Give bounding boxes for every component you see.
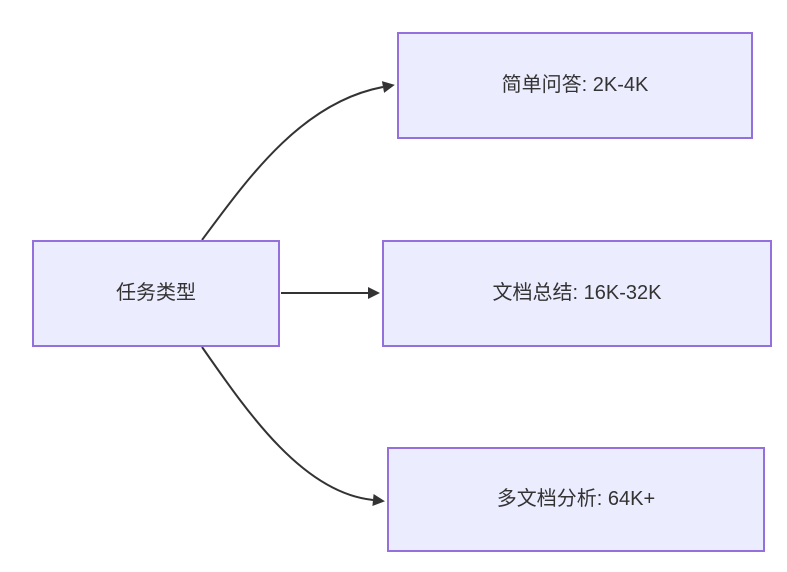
node-task-type-label: 任务类型 <box>116 282 196 304</box>
node-multi-doc-analysis: 多文档分析: 64K+ <box>387 447 765 552</box>
node-doc-summary: 文档总结: 16K-32K <box>382 240 772 347</box>
node-task-type: 任务类型 <box>32 240 280 347</box>
node-simple-qa-label: 简单问答: 2K-4K <box>501 74 649 96</box>
node-multi-doc-analysis-label: 多文档分析: 64K+ <box>496 488 656 510</box>
node-doc-summary-label: 文档总结: 16K-32K <box>492 282 662 304</box>
edge-root-to-qa <box>201 81 395 241</box>
node-simple-qa: 简单问答: 2K-4K <box>397 32 753 139</box>
edge-root-to-multi <box>201 346 385 506</box>
